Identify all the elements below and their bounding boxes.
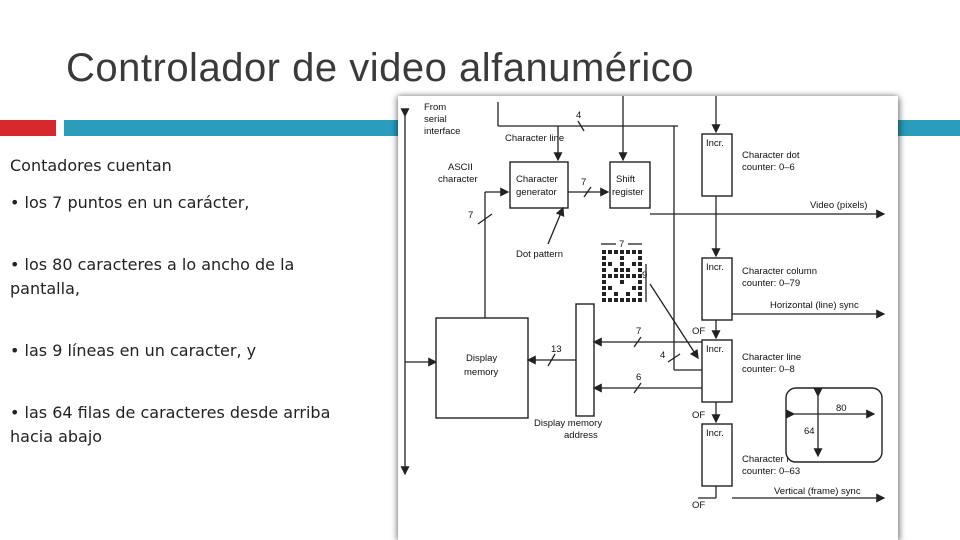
diagram-svg: From serial interface 4 Character line A…	[400, 96, 886, 511]
bus-width-label: 4	[660, 350, 665, 361]
bus-width-label: 6	[636, 372, 641, 383]
line-counter-box	[701, 339, 733, 403]
from-serial-label: interface	[424, 126, 460, 137]
video-label: Video (pixels)	[810, 200, 867, 211]
incr-label: Incr.	[706, 344, 724, 355]
dot-width-label: 7	[619, 239, 624, 250]
character-line-label: Character line	[505, 133, 564, 144]
dot-pattern-pointer	[547, 206, 565, 245]
shift-register-box	[609, 161, 651, 209]
dot-pattern-matrix	[602, 250, 642, 302]
column-counter-label: counter: 0–79	[742, 278, 800, 289]
bus-slash	[633, 336, 642, 348]
bus-width-label: 7	[581, 177, 586, 188]
dot-pattern-label: Dot pattern	[516, 249, 563, 260]
video-controller-diagram: From serial interface 4 Character line A…	[398, 96, 898, 540]
dot-counter-box	[701, 133, 733, 197]
horizontal-sync-label: Horizontal (line) sync	[770, 300, 859, 311]
from-serial-label: serial	[424, 114, 447, 125]
shift-register-label: Shift	[616, 174, 635, 185]
line-counter-label: counter: 0–8	[742, 364, 795, 375]
shift-register-label: register	[612, 187, 644, 198]
bus-width-label: 7	[636, 326, 641, 337]
bus-width-label: 4	[576, 110, 581, 121]
bullet-intro: Contadores cuentan	[10, 156, 172, 175]
bus-slash	[633, 382, 642, 394]
ascii-label: ASCII	[448, 162, 473, 173]
line-counter-label: Character line	[742, 352, 801, 363]
display-memory-address-box	[575, 303, 595, 417]
incr-label: Incr.	[706, 428, 724, 439]
incr-label: Incr.	[706, 262, 724, 273]
display-memory-label: memory	[464, 367, 499, 378]
incr-label: Incr.	[706, 138, 724, 149]
accent-bar-red	[0, 120, 56, 136]
bullet-list: Contadores cuentan • los 7 puntos en un …	[10, 156, 360, 487]
character-generator-box	[509, 161, 569, 209]
display-memory-label: Display	[466, 353, 497, 364]
row-counter-label: counter: 0–63	[742, 466, 800, 477]
character-generator-label: generator	[516, 187, 557, 198]
bus-slash	[547, 353, 556, 367]
display-memory-box	[435, 317, 529, 419]
bullet-item-columns: • los 80 caracteres a lo ancho de la pan…	[10, 254, 295, 298]
dot-height-label: 9	[642, 270, 647, 281]
bus-slash	[577, 120, 585, 132]
dot-counter-label: Character dot	[742, 150, 800, 161]
bullet-item-lines: • las 9 líneas en un caracter, y	[10, 340, 257, 360]
screen-box	[785, 387, 883, 463]
overflow-label: OF	[692, 410, 705, 421]
bus-slash	[667, 353, 681, 363]
dot-counter-label: counter: 0–6	[742, 162, 795, 173]
screen-height-label: 64	[804, 426, 815, 437]
row-counter-label: Character row	[742, 454, 802, 465]
bus-slash	[583, 186, 592, 198]
overflow-label: OF	[692, 326, 705, 337]
vertical-sync-label: Vertical (frame) sync	[774, 486, 861, 497]
column-counter-label: Character column	[742, 266, 817, 277]
ascii-label: character	[438, 174, 478, 185]
bullet-item-rows: • las 64 filas de caracteres desde arrib…	[10, 402, 331, 446]
overflow-label: OF	[692, 500, 705, 511]
column-counter-box	[701, 257, 733, 321]
from-serial-label: From	[424, 102, 446, 113]
bus-width-label: 7	[468, 210, 473, 221]
character-generator-label: Character	[516, 174, 558, 185]
display-memory-address-label: address	[564, 430, 598, 441]
row-counter-box	[701, 423, 733, 487]
bus-slash	[477, 213, 493, 225]
display-memory-address-label: Display memory	[534, 418, 602, 429]
screen-width-label: 80	[836, 403, 847, 414]
bullet-item-dots: • los 7 puntos en un carácter,	[10, 192, 250, 212]
bus-width-label: 13	[551, 344, 562, 355]
slide-title: Controlador de video alfanumérico	[66, 46, 694, 90]
